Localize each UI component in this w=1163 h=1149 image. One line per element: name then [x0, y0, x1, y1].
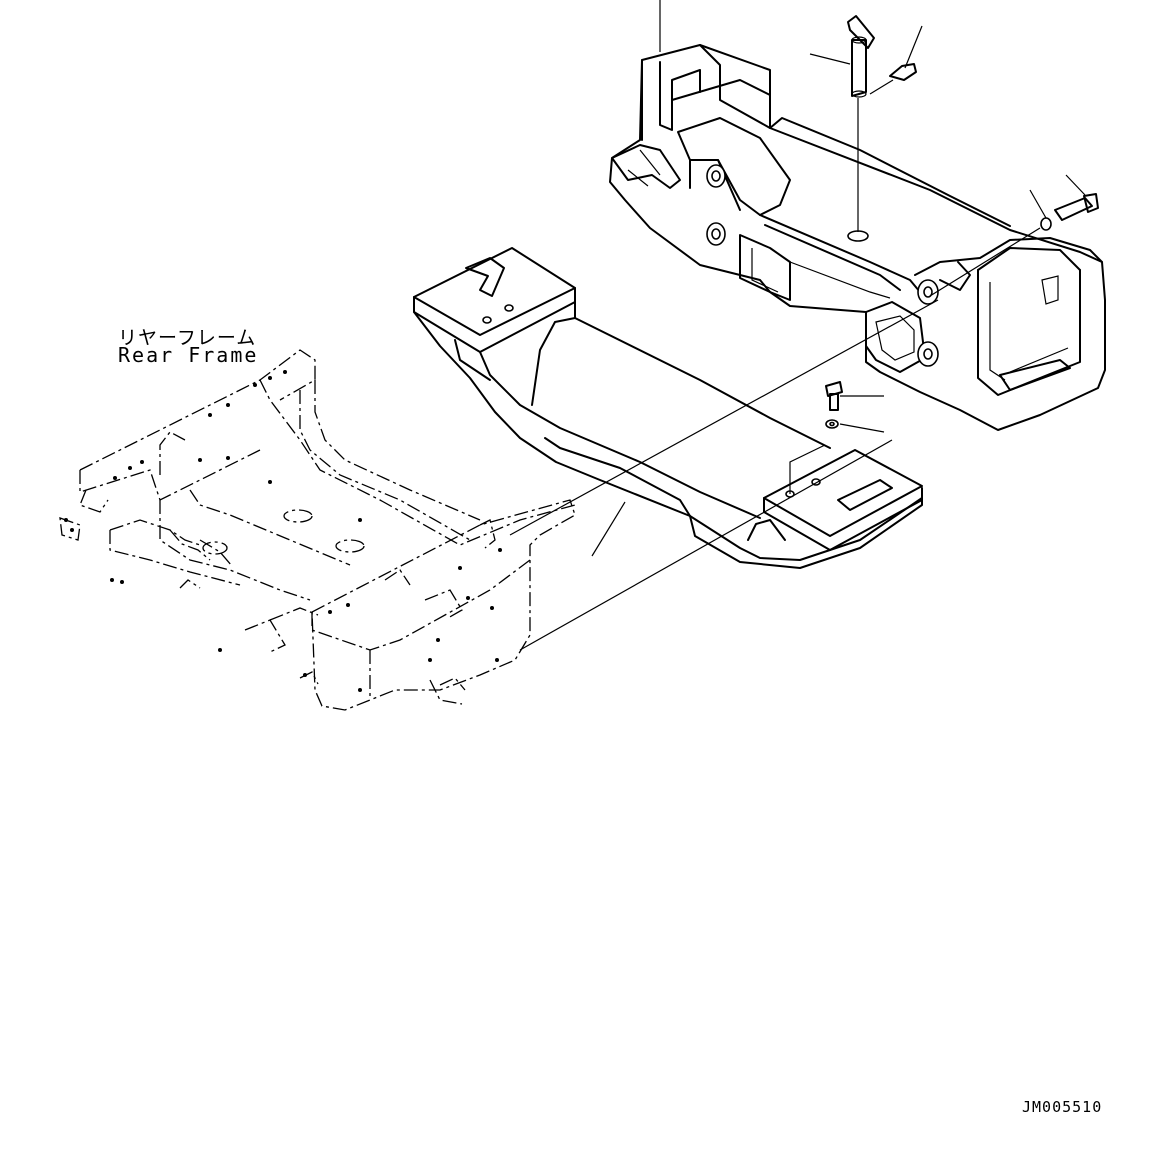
alignment-lines	[509, 0, 939, 651]
lifting-pin	[809, 15, 875, 232]
rear-frame-label-en: Rear Frame	[118, 343, 259, 367]
rear-frame-label-jp: リヤーフレーム	[118, 327, 257, 349]
mounting-bracket	[413, 247, 923, 569]
counterweight	[609, 44, 1106, 431]
lock-pin	[869, 25, 923, 95]
drawing-code: JM005510	[1022, 1098, 1103, 1116]
bolt-lower	[825, 381, 885, 433]
bolt-upper	[929, 174, 1099, 297]
rear-frame	[59, 349, 576, 711]
